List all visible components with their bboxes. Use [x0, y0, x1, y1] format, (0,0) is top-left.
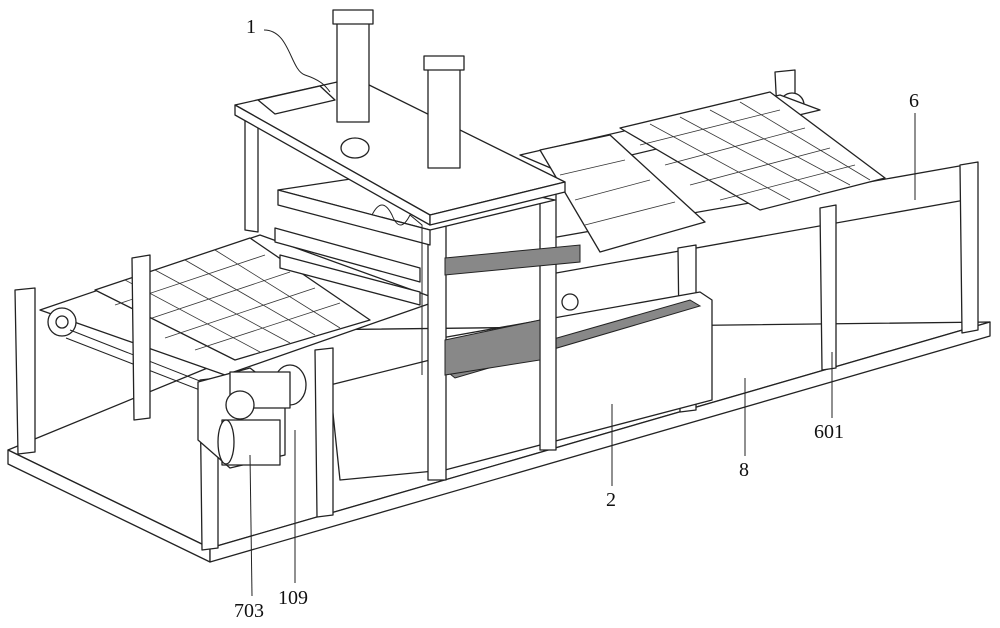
- label-8: 8: [739, 459, 749, 481]
- label-2: 2: [606, 489, 616, 511]
- label-6: 6: [909, 90, 919, 112]
- label-601: 601: [814, 421, 844, 443]
- label-703: 703: [234, 600, 264, 622]
- label-1: 1: [246, 16, 256, 38]
- label-109: 109: [278, 587, 308, 609]
